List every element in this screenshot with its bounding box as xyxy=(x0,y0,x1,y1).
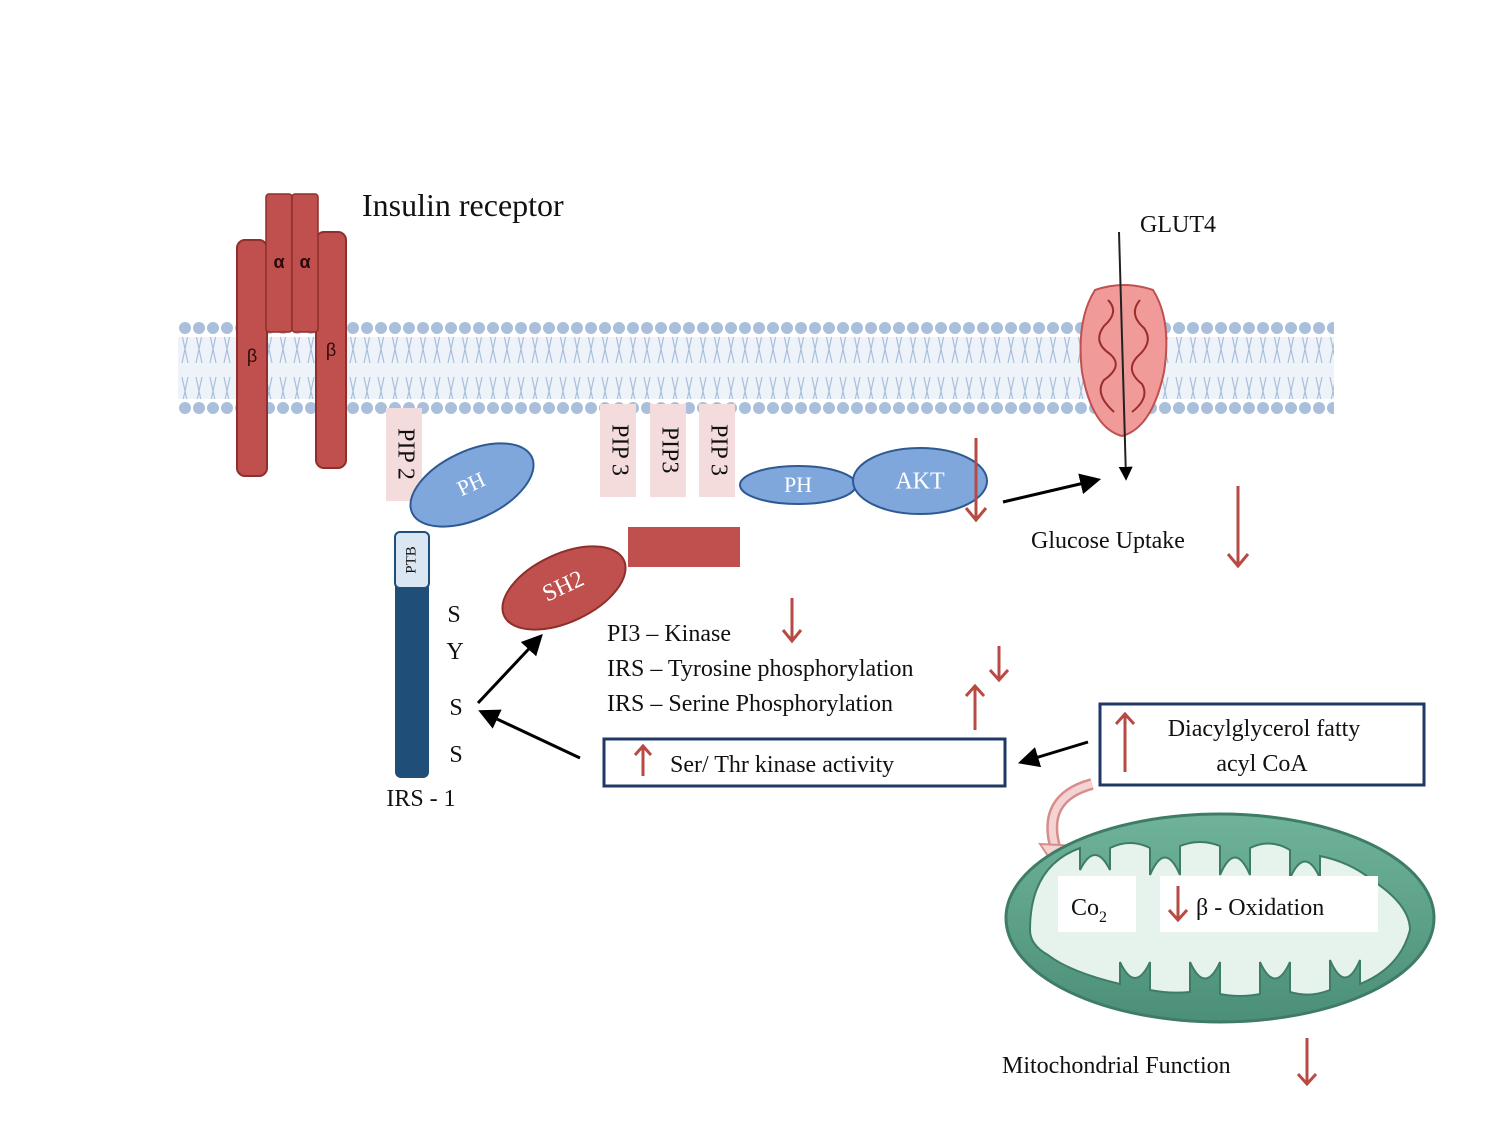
glut4-label: GLUT4 xyxy=(1140,212,1216,238)
akt-complex: PH AKT xyxy=(739,447,988,515)
tyrosine-decrease-arrow xyxy=(988,646,1010,683)
pip3-label-2: PIP3 xyxy=(656,427,682,474)
alpha-label-right: α xyxy=(299,252,310,272)
diacylglycerol-line2: acyl CoA xyxy=(1216,751,1308,777)
ser-thr-kinase-label: Ser/ Thr kinase activity xyxy=(670,752,894,778)
residue-s3: S xyxy=(449,742,462,768)
pip3-box-1: PIP 3 xyxy=(600,404,636,497)
residue-y: Y xyxy=(446,639,463,665)
irs-serine-label: IRS – Serine Phosphorylation xyxy=(607,691,893,717)
diacylglycerol-increase-arrow xyxy=(1114,711,1136,772)
akt-to-glut4-arrow xyxy=(1002,473,1102,504)
akt-ph-label: PH xyxy=(784,472,812,497)
beta-label-left: β xyxy=(247,346,257,366)
mitochondrion xyxy=(1004,812,1436,1024)
pi3k-decrease-arrow xyxy=(781,598,803,644)
mitochondrial-function-decrease-arrow xyxy=(1296,1038,1318,1087)
beta-oxidation-decrease-arrow xyxy=(1167,886,1189,923)
pi3-kinase-label: PI3 – Kinase xyxy=(607,621,731,647)
mitochondrial-function-label: Mitochondrial Function xyxy=(1002,1053,1231,1079)
diacylglycerol-line1: Diacylglycerol fatty xyxy=(1168,716,1361,742)
irs1-protein: PTB xyxy=(394,531,430,778)
glucose-uptake-label: Glucose Uptake xyxy=(1031,528,1185,554)
irs1-ph-domain: PH xyxy=(409,442,535,528)
insulin-receptor: α α β β xyxy=(236,193,347,477)
pip3-box-3: PIP 3 xyxy=(699,404,735,497)
glucose-uptake-decrease-arrow xyxy=(1226,486,1250,569)
irs1-name: IRS - 1 xyxy=(386,786,455,812)
receptor-title: Insulin receptor xyxy=(362,187,564,223)
serine-increase-arrow xyxy=(964,683,986,730)
pi3k-sh2-domain: SH2 xyxy=(501,545,627,631)
akt-decrease-arrow xyxy=(964,438,988,523)
serine-to-sh2-arrow xyxy=(476,633,543,705)
ptb-label: PTB xyxy=(403,546,419,574)
beta-label-right: β xyxy=(326,340,336,360)
alpha-label-left: α xyxy=(273,252,284,272)
beta-oxidation-label: β - Oxidation xyxy=(1196,895,1324,921)
pip3-box-2: PIP3 xyxy=(650,404,686,497)
irs-tyrosine-label: IRS – Tyrosine phosphorylation xyxy=(607,656,914,682)
dag-to-kinase-arrow xyxy=(1017,740,1089,768)
diacylglycerol-box: Diacylglycerol fatty acyl CoA xyxy=(1098,702,1426,787)
pi3k-catalytic-subunit xyxy=(628,527,740,567)
co2-label: Co2 xyxy=(1071,895,1107,926)
ser-thr-increase-arrow xyxy=(633,743,653,776)
pip2-box: PIP 2 xyxy=(386,408,422,501)
pip3-label-3: PIP 3 xyxy=(705,424,731,476)
kinase-to-serine-arrow xyxy=(478,709,581,760)
pip3-label-1: PIP 3 xyxy=(606,424,632,476)
residue-s1: S xyxy=(447,602,460,628)
glucose-transport-arrow xyxy=(1118,231,1133,481)
pip2-label: PIP 2 xyxy=(392,428,418,480)
ser-thr-kinase-box: Ser/ Thr kinase activity xyxy=(602,737,1007,788)
akt-label: AKT xyxy=(895,469,945,495)
residue-s2: S xyxy=(449,695,462,721)
